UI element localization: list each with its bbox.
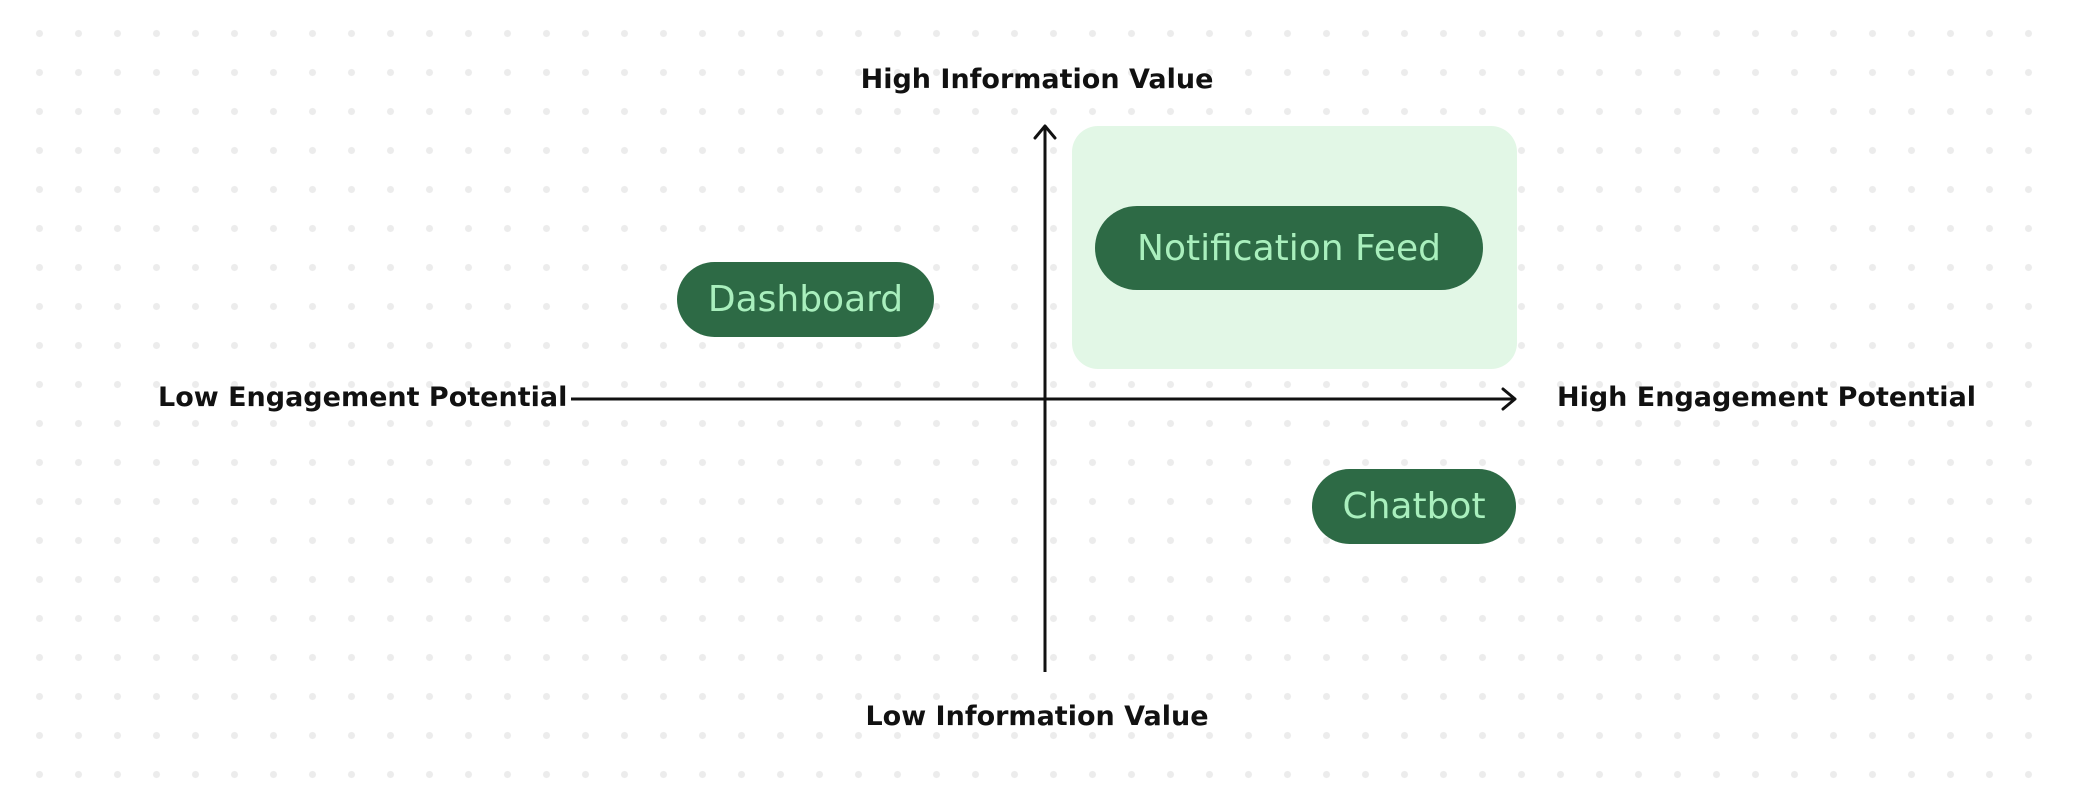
axis-label-low-engagement: Low Engagement Potential (158, 382, 568, 413)
chatbot-pill: Chatbot (1312, 469, 1516, 544)
horizontal-axis-arrowhead (1501, 387, 1517, 411)
notification-feed-pill: Notification Feed (1095, 206, 1483, 290)
axis-label-high-engagement: High Engagement Potential (1557, 382, 1977, 413)
axis-label-high-information: High Information Value (860, 64, 1214, 95)
vertical-axis-arrowhead (1033, 124, 1057, 140)
dashboard-pill: Dashboard (677, 262, 934, 337)
axis-label-low-information: Low Information Value (865, 701, 1209, 732)
